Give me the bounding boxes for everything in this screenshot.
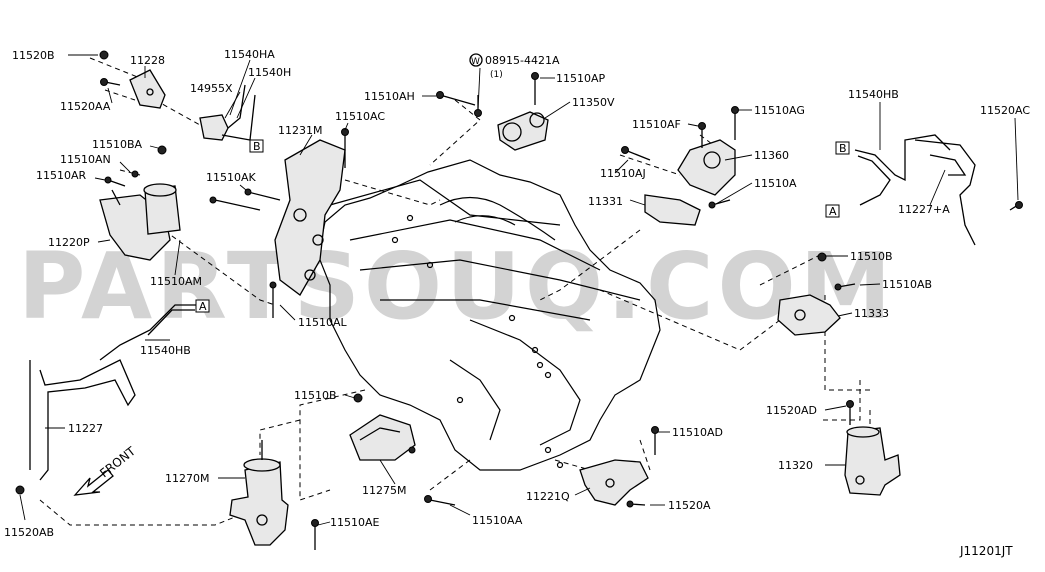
label-11510a: 11510A xyxy=(754,177,797,190)
bracket-11228 xyxy=(129,69,166,109)
bolt-11520b-icon xyxy=(99,50,109,60)
label-11360: 11360 xyxy=(754,149,789,162)
label-11320: 11320 xyxy=(778,459,813,472)
svg-text:B: B xyxy=(839,142,847,155)
diagram-code: J11201JT xyxy=(959,544,1013,558)
label-11510ad: 11510AD xyxy=(672,426,723,439)
label-11540ha: 11540HA xyxy=(224,48,275,61)
bolt-11510ae-icon xyxy=(311,519,319,550)
label-11510ab: 11510AB xyxy=(882,278,932,291)
bracket-11275m xyxy=(349,393,416,461)
torque-rod-11350v xyxy=(436,72,549,151)
label-11331: 11331 xyxy=(588,195,623,208)
label-11221q: 11221Q xyxy=(526,490,570,503)
hose-11540hb-right xyxy=(854,134,951,206)
label-front: FRONT xyxy=(97,444,138,481)
guide-lines xyxy=(39,57,871,526)
label-11520ab: 11520AB xyxy=(4,526,54,539)
label-11227-left: 11227 xyxy=(68,422,103,435)
label-11228: 11228 xyxy=(130,54,165,67)
label-11520aa: 11520AA xyxy=(60,100,111,113)
svg-text:W: W xyxy=(471,57,480,67)
washer-note-symbol: W xyxy=(469,53,483,67)
label-11510ac: 11510AC xyxy=(335,110,385,123)
front-direction-arrow xyxy=(73,469,114,496)
engine-mount-11270m xyxy=(229,440,289,546)
ref-box-b-top: B xyxy=(249,139,264,153)
leader-lines xyxy=(19,54,1019,526)
label-11227a: 11227+A xyxy=(898,203,950,216)
label-11220p: 11220P xyxy=(48,236,90,249)
label-11350v: 11350V xyxy=(572,96,615,109)
bracket-11231m xyxy=(209,128,349,318)
label-11510aj: 11510AJ xyxy=(600,167,646,180)
engine-block xyxy=(317,159,661,471)
ref-box-a-right: A xyxy=(825,204,840,218)
label-11510aa: 11510AA xyxy=(472,514,523,527)
bracket-11221q xyxy=(579,426,659,508)
label-11333: 11333 xyxy=(854,307,889,320)
label-11510ba: 11510BA xyxy=(92,138,143,151)
bracket-11333 xyxy=(777,252,856,336)
label-11520ad: 11520AD xyxy=(766,404,817,417)
label-note-qty: (1) xyxy=(490,70,503,80)
svg-text:B: B xyxy=(253,140,261,153)
label-11510ar: 11510AR xyxy=(36,169,87,182)
part-labels: 11520B 11228 11520AA 11540HA 11540H 1495… xyxy=(4,48,1030,558)
label-11270m: 11270M xyxy=(165,472,209,485)
bracket-11220p xyxy=(99,145,181,261)
sensor-14955x xyxy=(199,84,256,141)
label-11510ae: 11510AE xyxy=(330,516,380,529)
ref-box-b-right: B xyxy=(835,141,850,155)
label-11510ak: 11510AK xyxy=(206,171,257,184)
rod-11227-left xyxy=(15,359,136,495)
label-14955x: 14955X xyxy=(190,82,233,95)
label-11510ag: 11510AG xyxy=(754,104,805,117)
label-11231m: 11231M xyxy=(278,124,322,137)
label-08915-4421a: 08915-4421A xyxy=(485,54,560,67)
label-11510ah: 11510AH xyxy=(364,90,415,103)
hose-11540hb-left xyxy=(99,304,200,361)
bracket-11360 xyxy=(677,106,739,196)
watermark-text: PARTSOUQ.COM xyxy=(18,233,895,340)
label-11510am: 11510AM xyxy=(150,275,202,288)
label-11510an: 11510AN xyxy=(60,153,111,166)
label-11275m: 11275M xyxy=(362,484,406,497)
label-11510ap: 11510AP xyxy=(556,72,606,85)
bracket-11331 xyxy=(621,146,731,226)
label-11510b-mid: 11510B xyxy=(294,389,337,402)
label-11520ac: 11520AC xyxy=(980,104,1030,117)
engine-mount-11320 xyxy=(844,400,901,496)
label-11510al: 11510AL xyxy=(298,316,348,329)
ref-box-a-left: A xyxy=(195,299,210,313)
bolt-11520aa-icon xyxy=(100,78,121,86)
label-11540h: 11540H xyxy=(248,66,291,79)
label-11510af: 11510AF xyxy=(632,118,681,131)
svg-text:A: A xyxy=(829,205,837,218)
label-11510b-right: 11510B xyxy=(850,250,893,263)
label-11540hb-left: 11540HB xyxy=(140,344,191,357)
svg-text:A: A xyxy=(199,300,207,313)
bolt-11510aa-icon xyxy=(424,495,456,506)
label-11520a: 11520A xyxy=(668,499,711,512)
label-11540hb-right: 11540HB xyxy=(848,88,899,101)
label-11520b: 11520B xyxy=(12,49,55,62)
rod-11227a xyxy=(914,139,1023,246)
